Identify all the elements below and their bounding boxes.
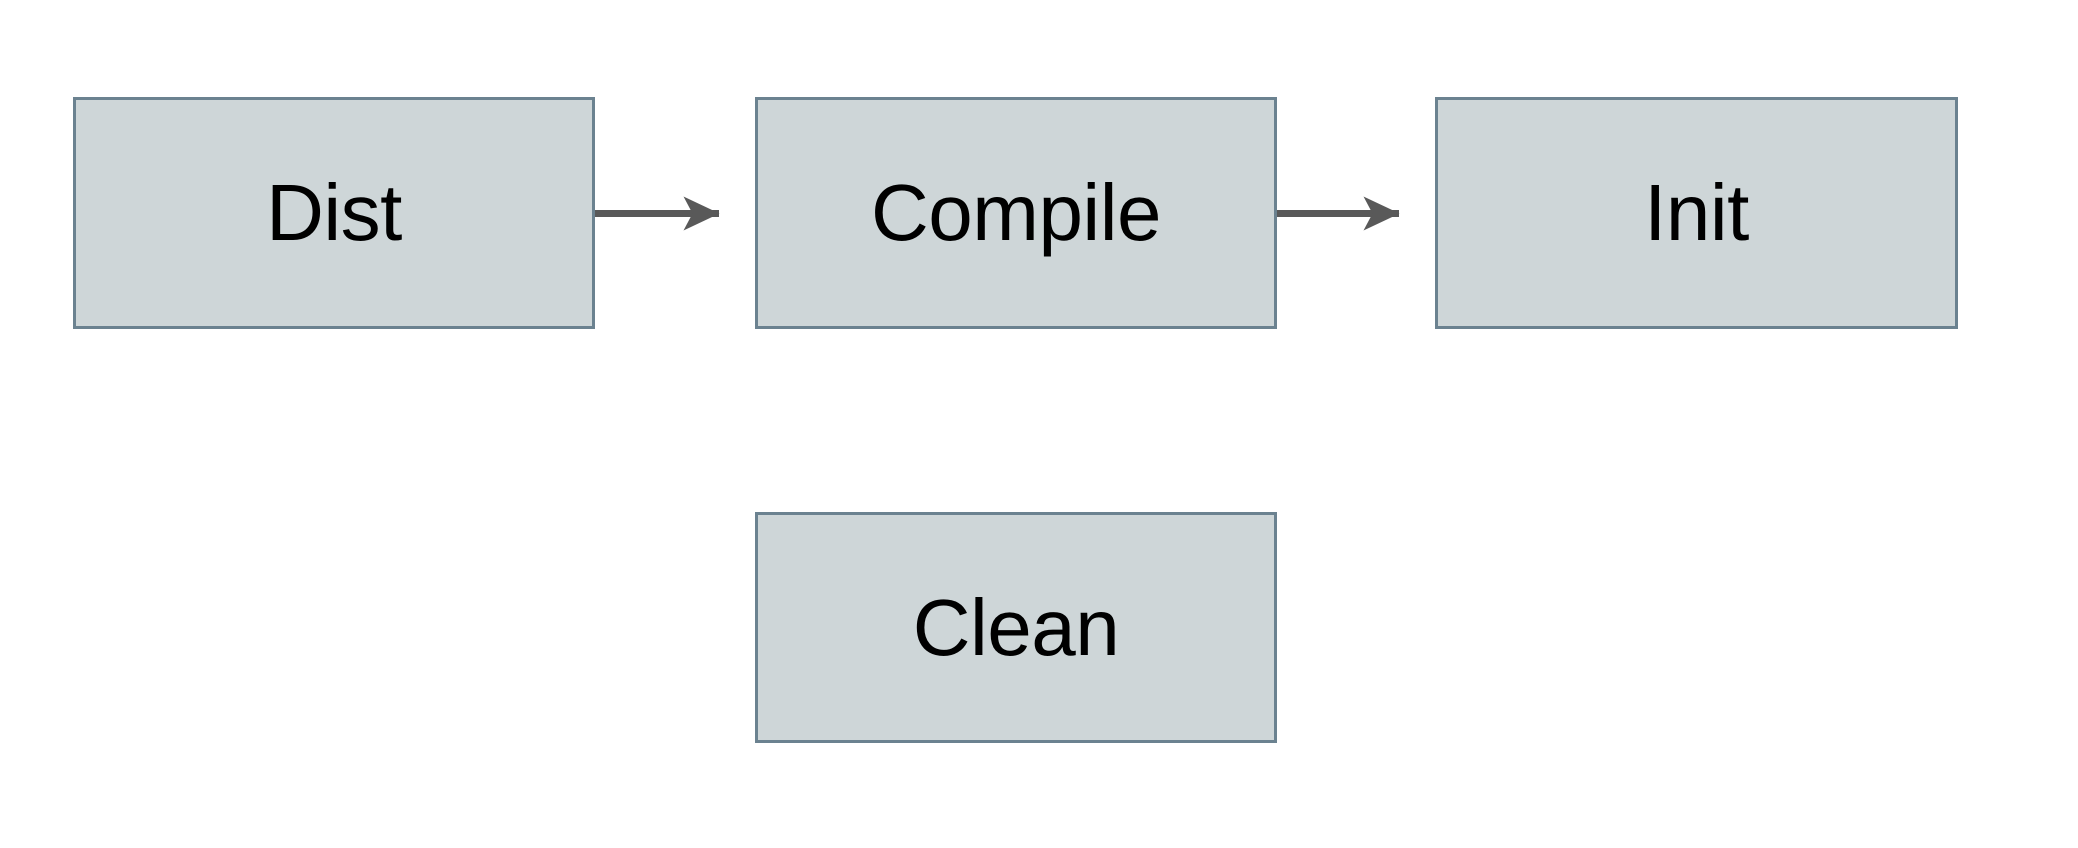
node-compile-label: Compile bbox=[871, 168, 1161, 257]
node-dist[interactable]: Dist bbox=[73, 97, 595, 329]
node-init[interactable]: Init bbox=[1435, 97, 1958, 329]
node-compile[interactable]: Compile bbox=[755, 97, 1277, 329]
node-dist-label: Dist bbox=[266, 168, 402, 257]
node-init-label: Init bbox=[1644, 168, 1749, 257]
node-clean[interactable]: Clean bbox=[755, 512, 1277, 743]
node-clean-label: Clean bbox=[912, 582, 1120, 672]
